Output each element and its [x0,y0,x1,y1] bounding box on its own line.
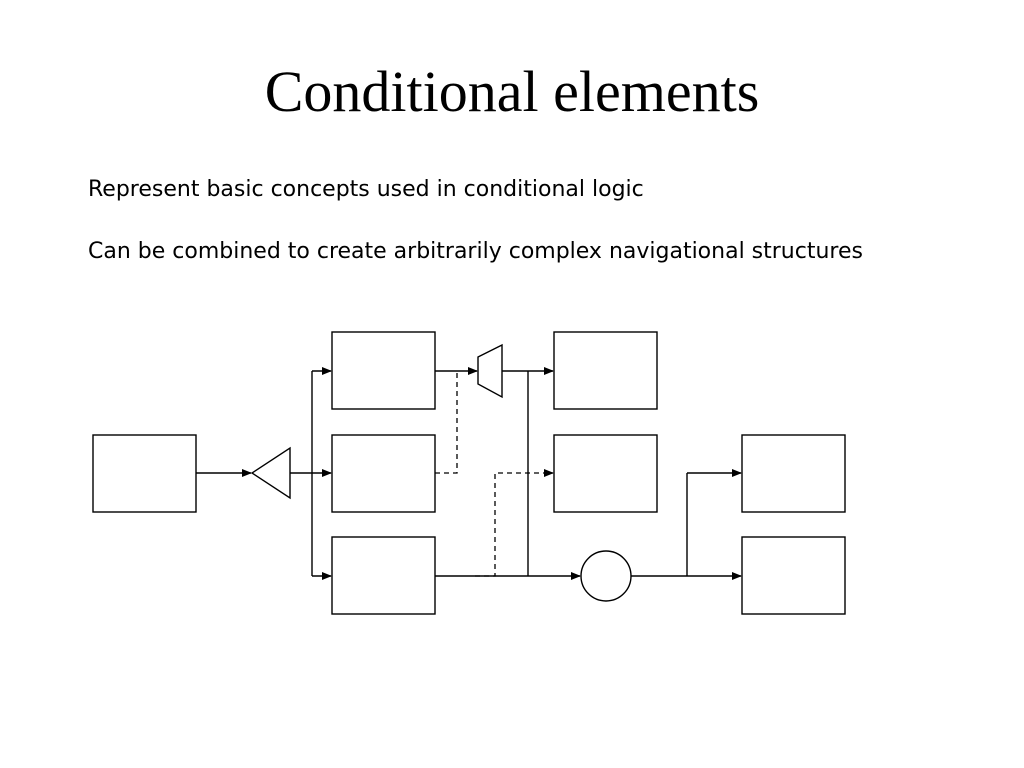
join-circle [580,550,632,602]
branch-box-middle [331,434,436,513]
bullet-list: Represent basic concepts used in conditi… [88,175,888,299]
bullet-item-2: Can be combined to create arbitrarily co… [88,239,863,264]
result-box-middle [553,434,658,513]
start-box [92,434,197,513]
bullet-item-1: Represent basic concepts used in conditi… [88,177,644,202]
branch-box-bottom [331,536,436,615]
merge-trapezoid [477,343,503,399]
result-box-top [553,331,658,410]
branch-box-top [331,331,436,410]
dashed-middle-to-merge [435,371,458,474]
split-triangle [250,446,291,500]
slide-title: Conditional elements [264,59,760,124]
final-box-bottom [741,536,846,615]
final-box-top [741,434,846,513]
dashed-bottom-to-result-middle [475,472,545,577]
